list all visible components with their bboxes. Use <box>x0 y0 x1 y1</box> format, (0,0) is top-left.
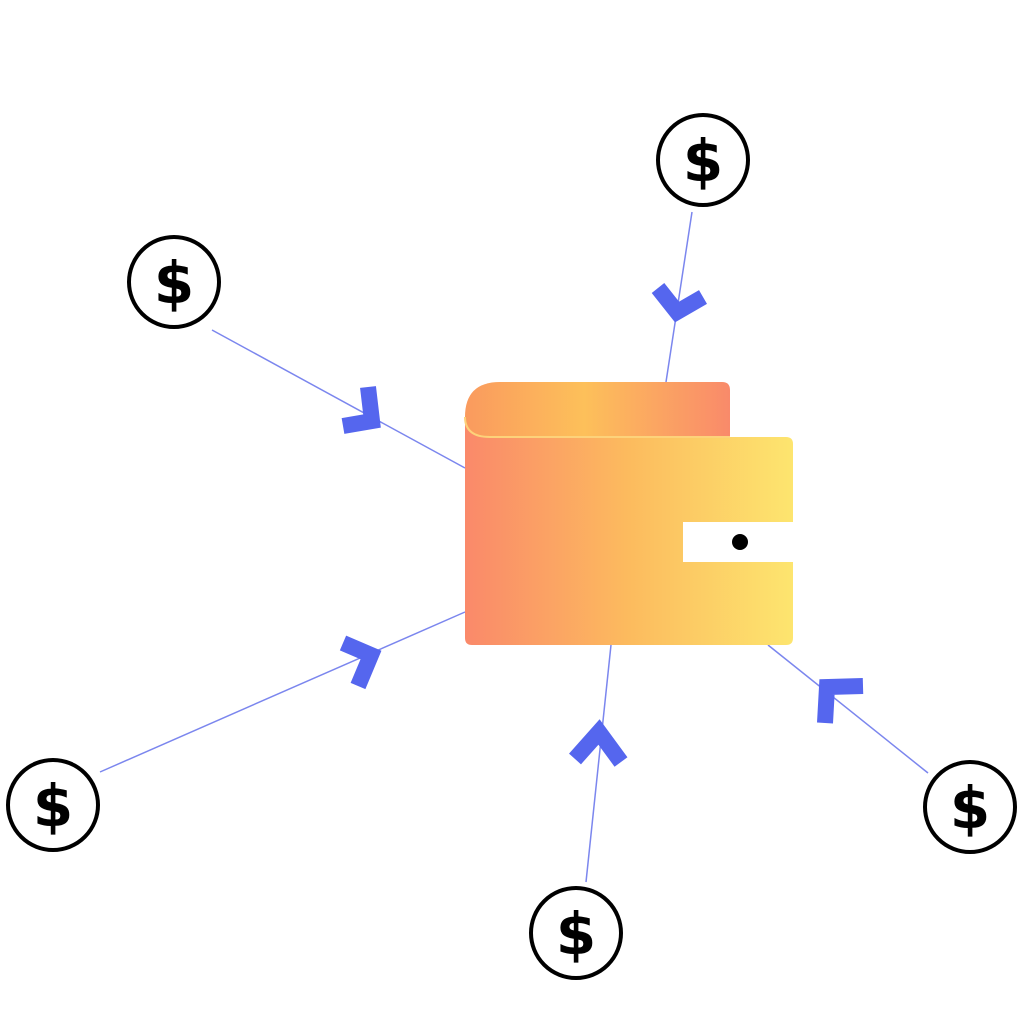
connector-line-upper-left <box>211 329 466 469</box>
wallet-back-flap <box>465 382 730 445</box>
wallet-flap-edge <box>464 416 730 438</box>
coin-symbol: $ <box>683 127 723 195</box>
arrow-chevron-icon <box>569 719 628 767</box>
coin-upper-left: $ <box>127 235 221 329</box>
coin-symbol: $ <box>154 249 194 317</box>
arrow-chevron-icon <box>339 635 382 690</box>
connector-line-lower-left <box>99 611 466 773</box>
connector-line-bottom <box>585 644 612 883</box>
coin-symbol: $ <box>950 774 990 842</box>
arrow-chevrons <box>339 283 864 767</box>
dollar-coin-icon <box>127 235 221 329</box>
connector-line-top <box>665 211 693 383</box>
coin-lower-left: $ <box>6 758 100 852</box>
arrow-chevron-icon <box>651 283 707 323</box>
dollar-coin-icon <box>923 760 1017 854</box>
arrow-chevron-icon <box>817 678 864 724</box>
dollar-coin-icon <box>656 113 750 207</box>
arrow-chevron-icon <box>341 386 381 434</box>
wallet-clasp-dot <box>732 534 748 550</box>
dollar-coin-icon <box>529 886 623 980</box>
coin-bottom: $ <box>529 886 623 980</box>
dollar-coin-icon <box>6 758 100 852</box>
coin-top: $ <box>656 113 750 207</box>
coin-symbol: $ <box>33 772 73 840</box>
wallet-icon <box>464 382 793 645</box>
wallet-front <box>465 417 793 645</box>
connector-lines <box>99 211 929 883</box>
coin-symbol: $ <box>556 900 596 968</box>
connector-line-lower-right <box>767 644 929 774</box>
coin-lower-right: $ <box>923 760 1017 854</box>
